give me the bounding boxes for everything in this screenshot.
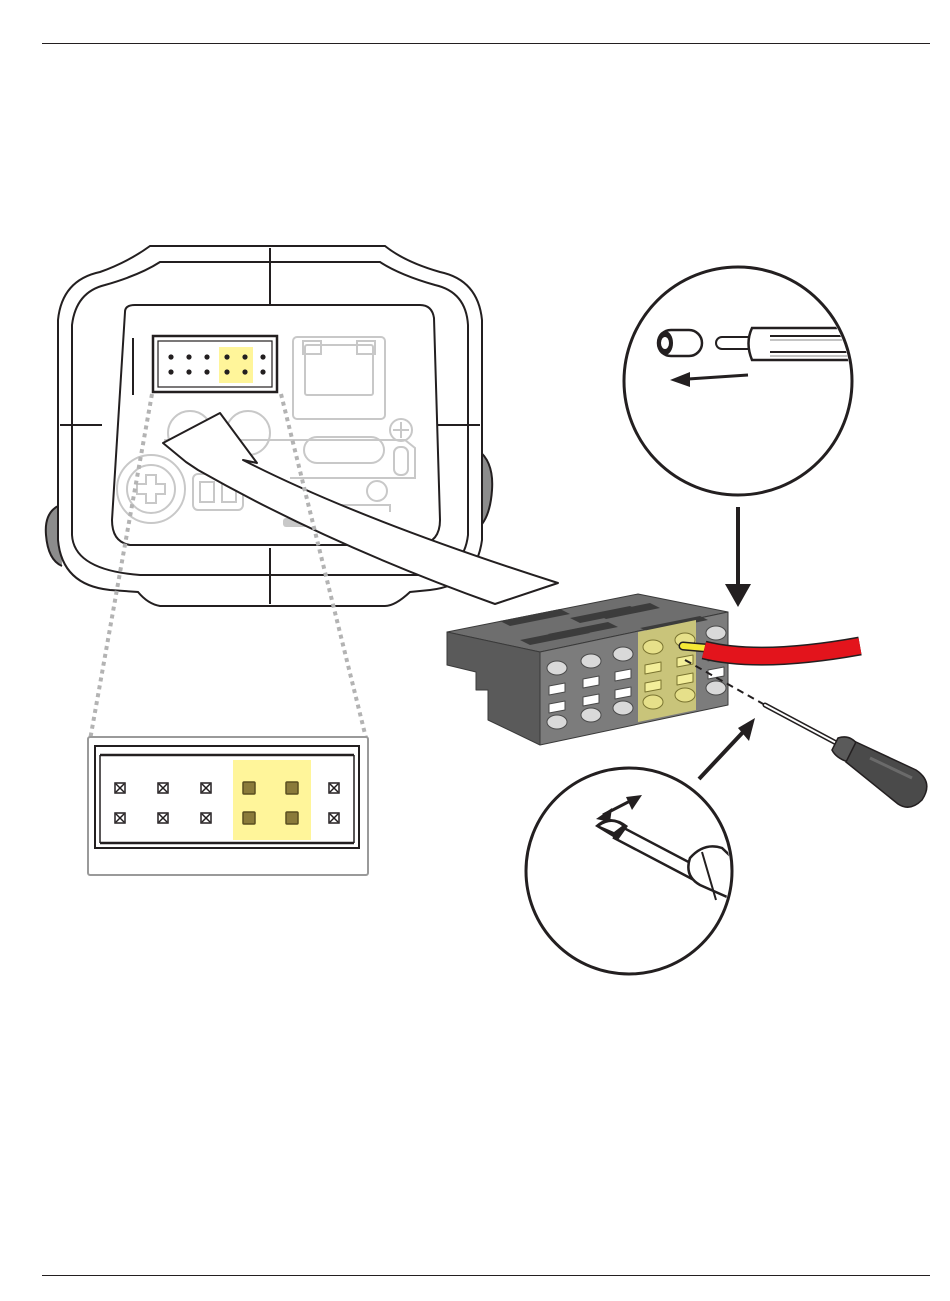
diagonal-arrow-icon (699, 718, 755, 779)
terminal-block-icon (447, 594, 728, 745)
down-arrow-icon (725, 507, 751, 607)
zoom-highlight (233, 760, 311, 840)
connector-zoom-icon (88, 737, 368, 875)
connector-header-icon (153, 336, 277, 392)
wire-ferrule-inset-icon (624, 267, 860, 495)
header-highlight (219, 347, 253, 383)
wire-icon (683, 646, 860, 656)
screwdriver-icon (765, 705, 927, 807)
screwdriver-inset-icon (526, 768, 745, 974)
